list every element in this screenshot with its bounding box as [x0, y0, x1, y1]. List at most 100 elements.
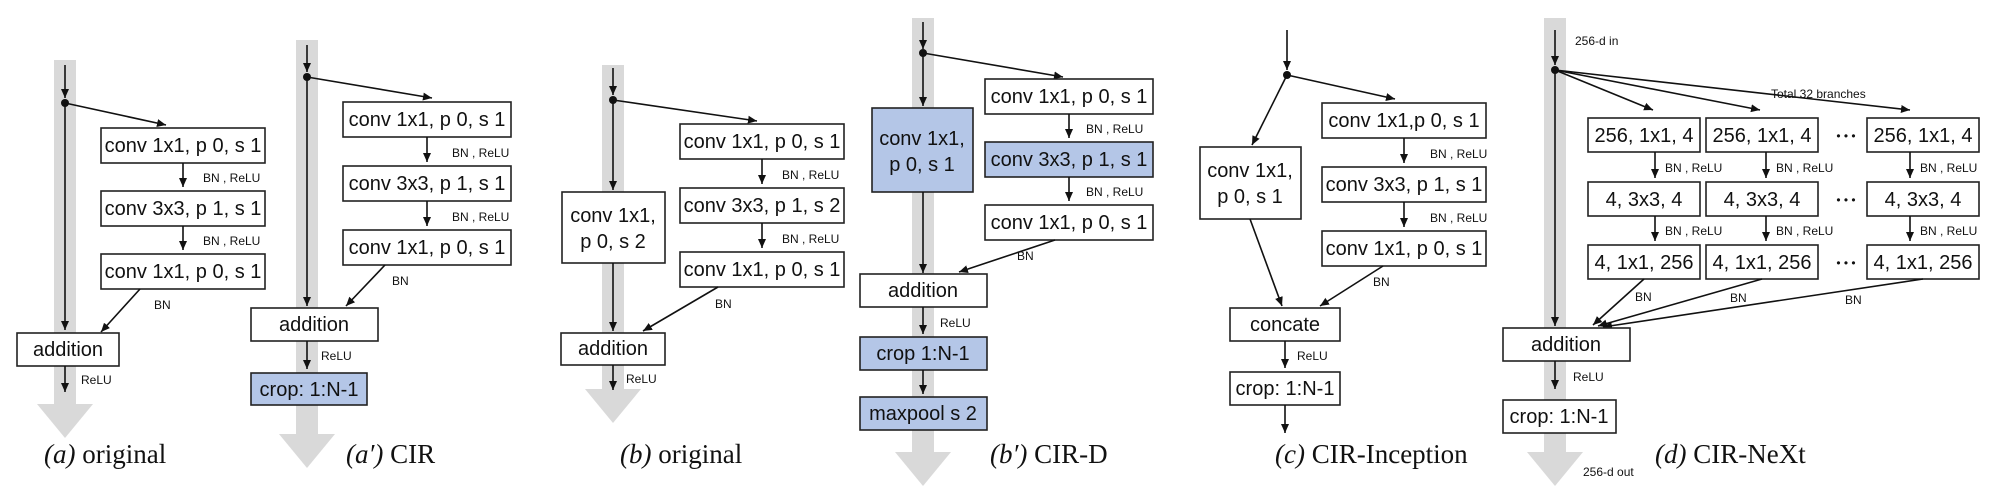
bn-relu-label: BN , ReLU [1665, 224, 1722, 238]
crop-box [859, 336, 988, 371]
branch-box-label: 256, 1x1, 4 [1874, 125, 1973, 147]
bn-relu-label: BN , ReLU [1665, 161, 1722, 175]
conv-box-label: conv 1x1, p 0, s 1 [105, 261, 262, 283]
branch-box [1705, 244, 1819, 280]
side-conv-box [871, 107, 974, 193]
relu-label: ReLU [1573, 370, 1604, 384]
shortcut-arrowhead [279, 434, 335, 468]
crop-box [1502, 399, 1617, 434]
bn-relu-label: BN , ReLU [1776, 161, 1833, 175]
conv-box-label: conv 1x1, p 0, s 1 [349, 237, 506, 259]
conv-box [342, 101, 512, 138]
bn-relu-label: BN , ReLU [1086, 122, 1143, 136]
branch-box-label: 4, 1x1, 256 [1595, 252, 1694, 274]
bn-relu-label: BN , ReLU [1920, 161, 1977, 175]
caption-b2: (b′) CIR-D [990, 439, 1108, 469]
branch-box [1705, 181, 1819, 217]
conv-box [984, 141, 1154, 178]
conv-box [1321, 102, 1487, 139]
shortcut-arrowhead [895, 452, 951, 486]
conv-box-label: conv 1x1, p 0, s 1 [991, 212, 1148, 234]
bn-relu-label: BN , ReLU [1776, 224, 1833, 238]
conv-box-label: conv 1x1, p 0, s 1 [349, 109, 506, 131]
conv-box [984, 78, 1154, 115]
addition-box [250, 307, 379, 342]
branch-box [1587, 181, 1701, 217]
caption-c: (c) CIR-Inception [1275, 439, 1468, 469]
crop-box [1229, 371, 1341, 406]
addition-label: addition [578, 338, 648, 360]
addition-label: addition [1531, 334, 1601, 356]
branch-box-label: 4, 1x1, 256 [1874, 252, 1973, 274]
panel-a2-cir: conv 1x1, p 0, s 1 BN , ReLU conv 3x3, p… [250, 40, 512, 469]
addition-box [1502, 327, 1631, 362]
conv-box [679, 123, 845, 160]
branch-box-label: 256, 1x1, 4 [1713, 125, 1812, 147]
side-conv-label: conv 1x1, [570, 205, 656, 227]
bn-label: BN [1373, 275, 1390, 289]
branch-box-label: 4, 3x3, 4 [1885, 189, 1962, 211]
conv-box-label: conv 1x1, p 0, s 1 [684, 131, 841, 153]
branch-box-label: 4, 1x1, 256 [1713, 252, 1812, 274]
branch-box [1866, 117, 1980, 153]
bn-label: BN [715, 297, 732, 311]
bn-label: BN [392, 274, 409, 288]
bn-relu-label: BN , ReLU [1430, 211, 1487, 225]
relu-label: ReLU [81, 373, 112, 387]
bn-relu-label: BN , ReLU [452, 146, 509, 160]
maxpool-box [859, 396, 988, 431]
conv-box-label: conv 3x3, p 1, s 1 [1326, 174, 1483, 196]
branch-box [1587, 244, 1701, 280]
bn-label: BN [1730, 291, 1747, 305]
conv-box [342, 229, 512, 266]
ellipsis: • • • [1836, 193, 1855, 207]
conv-box [984, 204, 1154, 241]
branch-box [1587, 117, 1701, 153]
crop-label: crop 1:N-1 [876, 343, 969, 365]
bn-relu-label: BN , ReLU [1086, 185, 1143, 199]
conv-box [1321, 166, 1487, 203]
bn-label: BN [1845, 293, 1862, 307]
bn-label: BN [1017, 249, 1034, 263]
addition-box [16, 332, 120, 367]
side-conv-box [1199, 146, 1302, 220]
bn-label: BN [1635, 290, 1652, 304]
caption-b: (b) original [620, 439, 742, 469]
bn-relu-label: BN , ReLU [203, 171, 260, 185]
bn-relu-label: BN , ReLU [782, 232, 839, 246]
input-label: 256-d in [1575, 34, 1618, 48]
side-conv-label: conv 1x1, [1207, 160, 1293, 182]
conv-box-label: conv 1x1,p 0, s 1 [1328, 110, 1479, 132]
panel-b2-cir-d: conv 1x1, p 0, s 1 conv 1x1, p 0, s 1 BN… [859, 18, 1154, 486]
addition-label: addition [279, 314, 349, 336]
caption-a: (a) original [44, 439, 166, 469]
bn-relu-label: BN , ReLU [1430, 147, 1487, 161]
output-label: 256-d out [1583, 465, 1634, 479]
side-conv-label: p 0, s 2 [580, 231, 646, 253]
branch-box-label: 4, 3x3, 4 [1606, 189, 1683, 211]
branch-box [1705, 117, 1819, 153]
conv-box-label: conv 3x3, p 1, s 1 [349, 173, 506, 195]
conv-box [100, 253, 266, 290]
panel-d-cir-next: 256-d in 256-d out Total 32 branches 256… [1502, 18, 1980, 486]
side-conv-label: conv 1x1, [879, 128, 965, 150]
addition-box [859, 273, 988, 308]
conv-box-label: conv 1x1, p 0, s 1 [105, 135, 262, 157]
shortcut-arrowhead [37, 404, 93, 438]
panel-b-original: conv 1x1, p 0, s 2 conv 1x1, p 0, s 1 BN… [560, 65, 845, 469]
conv-box [679, 187, 845, 224]
crop-label: crop: 1:N-1 [1236, 378, 1335, 400]
addition-box [560, 332, 666, 366]
ellipsis: • • • [1836, 256, 1855, 270]
conv-box [342, 165, 512, 202]
relu-label: ReLU [1297, 349, 1328, 363]
shortcut-arrowhead [1527, 452, 1583, 486]
crop-label: crop: 1:N-1 [1510, 406, 1609, 428]
caption-a2: (a′) CIR [346, 439, 435, 469]
conv-box [1321, 230, 1487, 267]
bn-relu-label: BN , ReLU [452, 210, 509, 224]
relu-label: ReLU [626, 372, 657, 386]
shortcut-arrowhead [585, 389, 641, 423]
bn-relu-label: BN , ReLU [203, 234, 260, 248]
